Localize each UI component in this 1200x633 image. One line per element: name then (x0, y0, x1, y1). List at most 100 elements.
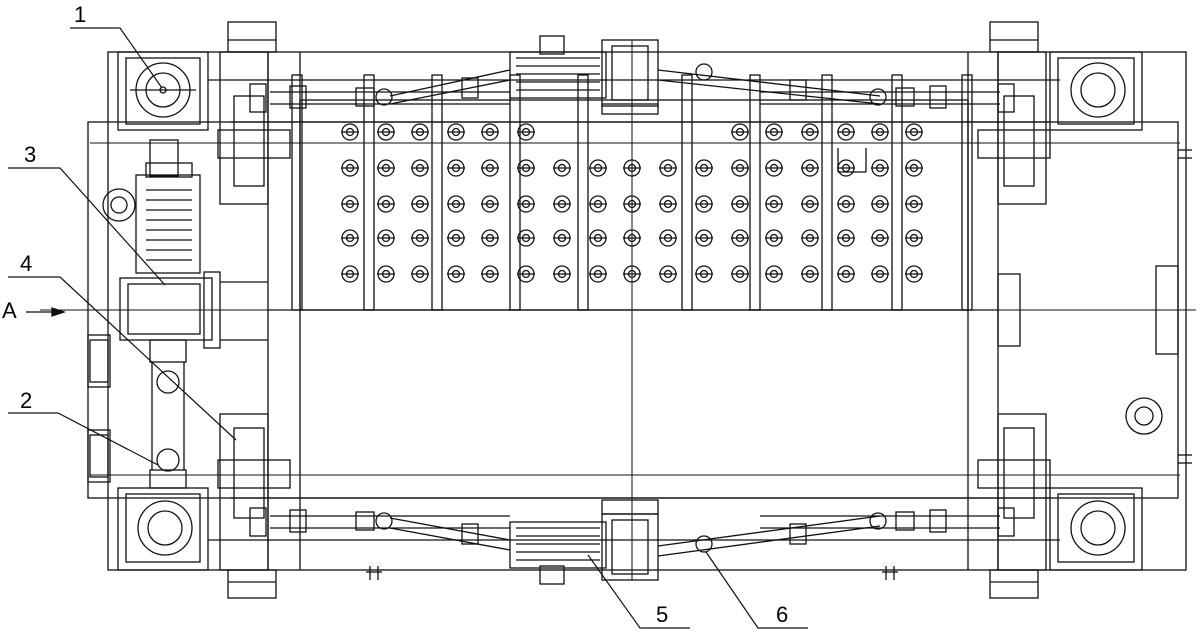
label-4: 4 (20, 251, 32, 276)
plate-hole (801, 265, 819, 283)
plate-hole (623, 159, 641, 177)
perforated-plate (299, 99, 969, 311)
top-drive-shafts (249, 63, 1015, 113)
plate-hole (801, 159, 819, 177)
bottom-bolts (366, 566, 898, 580)
plate-hole (553, 265, 571, 283)
plate-hole (695, 195, 713, 213)
plate-hole (905, 159, 923, 177)
plate-hole (341, 195, 359, 213)
plate-hole (871, 123, 889, 141)
plate-hole (659, 159, 677, 177)
plate-slat (891, 74, 903, 311)
plate-hole (447, 159, 465, 177)
label-1: 1 (74, 2, 86, 27)
bottom-drive-motor (509, 499, 659, 585)
plate-hole (731, 195, 749, 213)
plate-hole (341, 265, 359, 283)
plate-hole (871, 265, 889, 283)
plate-hole (411, 265, 429, 283)
plate-slat (961, 74, 973, 311)
wheel-block-bottom-left (117, 487, 209, 571)
plate-hole (377, 229, 395, 247)
plate-hole (553, 195, 571, 213)
plate-hole (765, 195, 783, 213)
top-drive-motor (509, 35, 659, 115)
plate-hole (801, 195, 819, 213)
plate-hole (765, 123, 783, 141)
plate-hole (765, 229, 783, 247)
plate-hole (837, 265, 855, 283)
plate-hole (871, 195, 889, 213)
view-arrow-a (51, 307, 67, 317)
plate-hole (517, 229, 535, 247)
plate-hole (837, 195, 855, 213)
plate-slat (509, 74, 521, 311)
plate-hole (659, 195, 677, 213)
plate-hole (517, 265, 535, 283)
plate-hole (553, 159, 571, 177)
plate-slat (821, 74, 833, 311)
plate-hole (837, 229, 855, 247)
wheel-block-top-left (117, 51, 209, 131)
plate-hole (411, 159, 429, 177)
plate-hole (837, 123, 855, 141)
plate-hole (695, 159, 713, 177)
plate-hole (341, 159, 359, 177)
label-5: 5 (656, 602, 668, 627)
plate-hole (447, 123, 465, 141)
plate-slat (431, 74, 443, 311)
plate-hole (481, 195, 499, 213)
plate-hole (517, 123, 535, 141)
plate-hole (765, 159, 783, 177)
plate-slat (363, 74, 375, 311)
leader-lines (8, 27, 808, 629)
plate-hole (801, 229, 819, 247)
plate-hole (589, 195, 607, 213)
plate-hole (731, 159, 749, 177)
plate-hole (517, 195, 535, 213)
plate-hole (341, 123, 359, 141)
plate-hole (589, 229, 607, 247)
plate-hole (553, 229, 571, 247)
plate-hole (377, 265, 395, 283)
plate-hole (623, 265, 641, 283)
plate-hole (481, 265, 499, 283)
plate-hole (731, 123, 749, 141)
main-frame (87, 51, 1187, 571)
plate-hole (731, 265, 749, 283)
plate-slat (291, 74, 303, 311)
plate-hole (411, 229, 429, 247)
label-3: 3 (24, 142, 36, 167)
plate-hole (623, 229, 641, 247)
bottom-drive-shafts (249, 507, 1015, 557)
plate-holes (341, 123, 923, 283)
plate-hole (377, 195, 395, 213)
plate-hole (905, 123, 923, 141)
plate-hole (481, 229, 499, 247)
plate-hole (659, 265, 677, 283)
label-2: 2 (20, 388, 32, 413)
plate-hole (905, 229, 923, 247)
label-6: 6 (776, 602, 788, 627)
plate-hole (801, 123, 819, 141)
right-side-details (837, 148, 1192, 464)
plate-slats (291, 74, 973, 311)
plate-slat (577, 74, 589, 311)
plate-hole (377, 159, 395, 177)
plate-hole (905, 265, 923, 283)
wheel-block-top-right (1049, 51, 1143, 131)
plate-hole (731, 229, 749, 247)
plate-hole (447, 195, 465, 213)
buffer-pads (227, 21, 1039, 599)
plate-hole (765, 265, 783, 283)
plate-hole (837, 159, 855, 177)
plate-hole (377, 123, 395, 141)
plate-hole (481, 123, 499, 141)
plate-hole (905, 195, 923, 213)
plate-hole (411, 123, 429, 141)
wheel-block-bottom-right (1049, 487, 1143, 571)
plate-hole (341, 229, 359, 247)
